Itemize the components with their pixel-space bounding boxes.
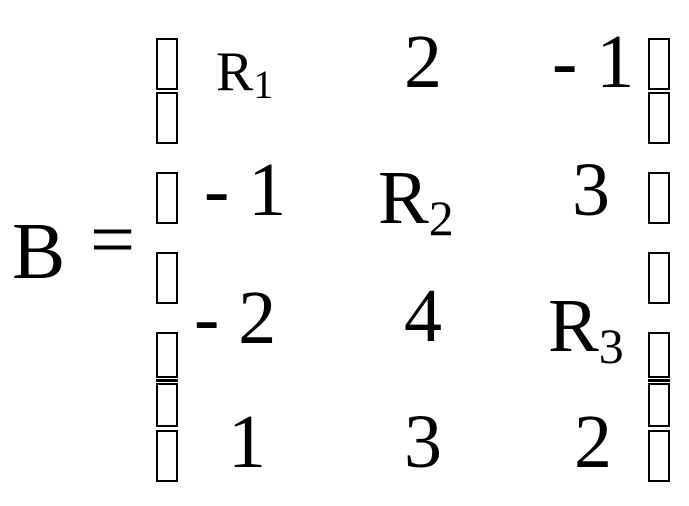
matrix-cell: R3 [548,284,624,374]
bracket-piece [648,332,670,378]
matrix-cell: R2 [378,156,454,246]
matrix-cell: - 1 [552,20,635,104]
bracket-piece [156,383,178,427]
matrix-cell: 3 [404,400,442,484]
equals-sign: = [90,196,136,284]
bracket-piece [156,430,178,482]
bracket-piece [648,252,670,304]
bracket-piece [648,430,670,482]
bracket-piece [648,38,670,90]
matrix-cell: - 1 [204,148,287,232]
bracket-piece [156,172,178,224]
matrix-cell: 4 [404,274,442,358]
bracket-piece [156,92,178,144]
bracket-piece [156,38,178,90]
matrix-cell: 1 [228,400,266,484]
bracket-piece [648,383,670,427]
matrix-cell: R1 [216,41,274,107]
bracket-piece [156,252,178,304]
matrix-cell: - 2 [194,276,277,360]
matrix-cell: 2 [404,20,442,104]
bracket-piece [648,92,670,144]
matrix-symbol: B [12,208,66,296]
bracket-piece [156,332,178,378]
bracket-bar [648,379,670,382]
bracket-bar [156,379,178,382]
bracket-piece [648,172,670,224]
matrix-cell: 2 [574,400,612,484]
matrix-cell: 3 [572,148,610,232]
